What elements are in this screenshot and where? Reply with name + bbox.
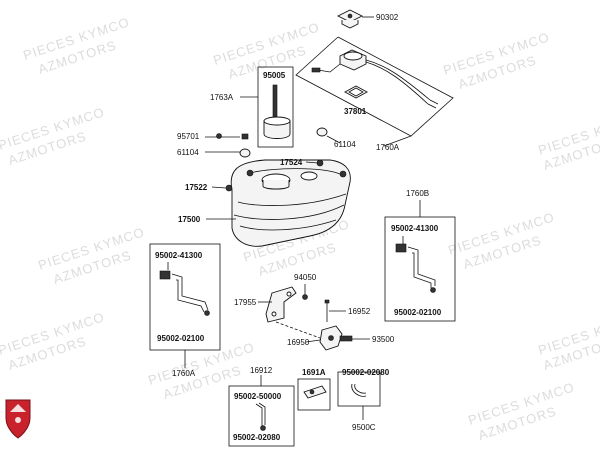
leader-line — [305, 161, 319, 164]
leader-line — [383, 135, 412, 147]
part-vacuum-hose — [255, 402, 266, 431]
part-9500C-hose — [351, 383, 367, 397]
part-95005-filler-pipe — [263, 84, 291, 139]
part-94050-clip — [302, 284, 308, 300]
part-label-95002-41300-right: 95002-41300 — [391, 224, 439, 233]
leader-line — [305, 339, 321, 343]
part-label-95002-02080-b: 95002-02080 — [342, 368, 390, 377]
part-label-1760A-left: 1760A — [172, 369, 196, 378]
part-61104-grommet-right — [316, 127, 341, 144]
part-label-95701: 95701 — [177, 132, 200, 141]
part-label-95002-50000: 95002-50000 — [234, 392, 282, 401]
part-label-37801: 37801 — [344, 107, 367, 116]
part-label-1760A-top: 1760A — [376, 143, 400, 152]
part-label-94050: 94050 — [294, 273, 317, 282]
box-9500C — [337, 371, 381, 407]
leader-line — [211, 186, 227, 189]
part-label-17522: 17522 — [185, 183, 208, 192]
part-61104-grommet-left — [205, 148, 251, 158]
part-label-16912: 16912 — [250, 366, 273, 375]
part-label-95002-02100-right: 95002-02100 — [394, 308, 442, 317]
part-1760A-fuel-sender — [295, 36, 454, 137]
part-label-95002-41300-left: 95002-41300 — [155, 251, 203, 260]
part-label-17524: 17524 — [280, 158, 303, 167]
box-16912 — [228, 385, 295, 447]
part-95701-bolt — [205, 133, 249, 140]
part-90302-sender-cap — [336, 9, 364, 29]
part-label-95005: 95005 — [263, 71, 286, 80]
part-label-17955: 17955 — [234, 298, 257, 307]
part-label-1691A: 1691A — [302, 368, 326, 377]
kymco-shield-logo — [5, 399, 31, 439]
part-label-9500C: 9500C — [352, 423, 376, 432]
part-label-17500: 17500 — [178, 215, 201, 224]
part-label-90302: 90302 — [376, 13, 399, 22]
part-fuel-hose-right — [395, 236, 436, 293]
part-label-1763A: 1763A — [210, 93, 234, 102]
box-1691A — [297, 378, 331, 411]
box-1763A — [257, 66, 294, 148]
part-37801-gasket — [344, 85, 368, 99]
part-fuel-hose-left — [159, 262, 210, 316]
leader-line — [275, 321, 321, 339]
part-17955-bracket — [265, 286, 297, 323]
part-label-95002-02080-a: 95002-02080 — [233, 433, 281, 442]
part-17500-fuel-tank — [225, 159, 351, 247]
part-label-16952: 16952 — [348, 307, 371, 316]
part-label-61104-right: 61104 — [334, 140, 356, 149]
part-label-1760B: 1760B — [406, 189, 429, 198]
part-16950-fuel-cock — [319, 325, 353, 351]
part-label-95002-02100-left: 95002-02100 — [157, 334, 205, 343]
part-label-93500: 93500 — [372, 335, 395, 344]
part-label-16950: 16950 — [287, 338, 310, 347]
part-label-61104-left: 61104 — [177, 148, 199, 157]
part-1691A-filter — [303, 385, 327, 399]
part-16952-screw — [324, 299, 330, 322]
